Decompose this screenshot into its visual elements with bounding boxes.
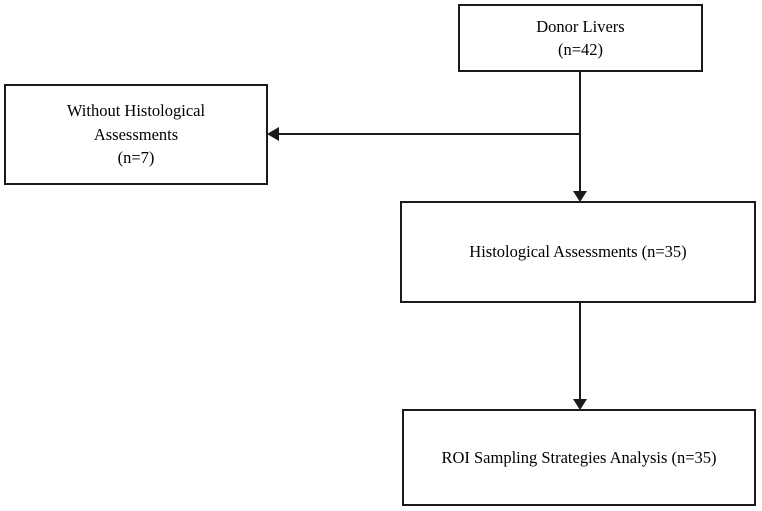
node-donor-livers: Donor Livers (n=42) [458, 4, 703, 72]
node-donor-livers-label: Donor Livers (n=42) [536, 16, 625, 59]
node-histological-assessments-label: Histological Assessments (n=35) [469, 242, 687, 262]
node-without-histological-assessments: Without Histological Assessments (n=7) [4, 84, 268, 185]
edge-donor-to-without-histological-arrowhead [267, 127, 279, 141]
node-roi-sampling-strategies-analysis-label: ROI Sampling Strategies Analysis (n=35) [441, 447, 717, 467]
node-without-histological-assessments-label: Without Histological Assessments (n=7) [66, 101, 206, 168]
node-roi-sampling-strategies-analysis: ROI Sampling Strategies Analysis (n=35) [402, 409, 756, 506]
node-histological-assessments: Histological Assessments (n=35) [400, 201, 756, 303]
